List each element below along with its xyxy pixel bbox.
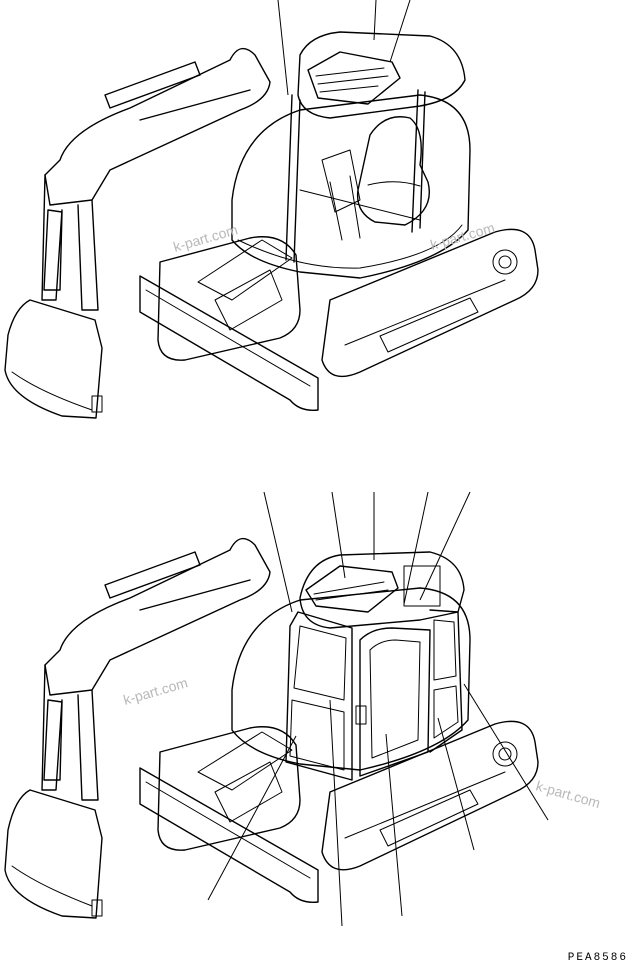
upper-body [231,587,471,771]
leader-line [207,735,297,901]
door-handle [355,705,367,725]
leader-line [419,491,471,601]
boom-cylinder [139,579,251,611]
cab-front-frame [285,611,353,781]
arm-cylinder [43,699,63,781]
boom-cylinder [139,89,251,121]
side-window [433,619,457,681]
cab-excavator: k-part.com k-part.com [4,491,602,927]
boom-cylinder [104,61,201,109]
canopy-pillar [293,99,301,263]
watermark: k-part.com [534,778,602,812]
left-track [157,236,301,361]
drawing-code: PEA8586 [567,952,628,964]
arm-cylinder [43,209,63,291]
cab-rear-window [403,565,441,607]
boom [44,47,271,206]
watermark: k-part.com [121,674,189,708]
door-glass [369,639,421,759]
leader-line [403,491,429,605]
canopy-pillar [285,94,293,261]
watermark: k-part.com [428,219,496,253]
leader-line [263,491,293,613]
boom-cylinder [104,551,201,599]
roof-vent-grille [307,51,401,105]
leader-line [385,733,403,917]
cab-door [359,627,431,777]
canopy-excavator: k-part.com k-part.com [4,0,539,419]
bucket [4,789,103,919]
front-lower-glass [289,699,345,771]
leader-line [389,0,411,63]
leader-line [277,0,289,96]
boom [44,537,271,696]
right-track [321,228,539,378]
bucket [4,299,103,419]
right-track [321,720,539,871]
dozer-blade [139,767,319,903]
upper-body [231,94,471,279]
side-window [433,685,459,739]
left-track [157,726,301,851]
leader-line [463,683,549,821]
canopy-roof [297,31,466,119]
cab-side-frame [429,609,463,753]
leader-line [437,717,475,851]
operator-seat [356,116,430,226]
roof-vent-grille [305,565,399,613]
leader-line [331,491,346,579]
leader-line [329,699,343,927]
arm [41,174,99,311]
dozer-blade [139,275,319,411]
arm [41,664,99,801]
canopy-pillar [411,89,419,233]
front-upper-glass [293,625,347,701]
cab-roof [299,551,465,629]
canopy-pillar [419,91,426,229]
